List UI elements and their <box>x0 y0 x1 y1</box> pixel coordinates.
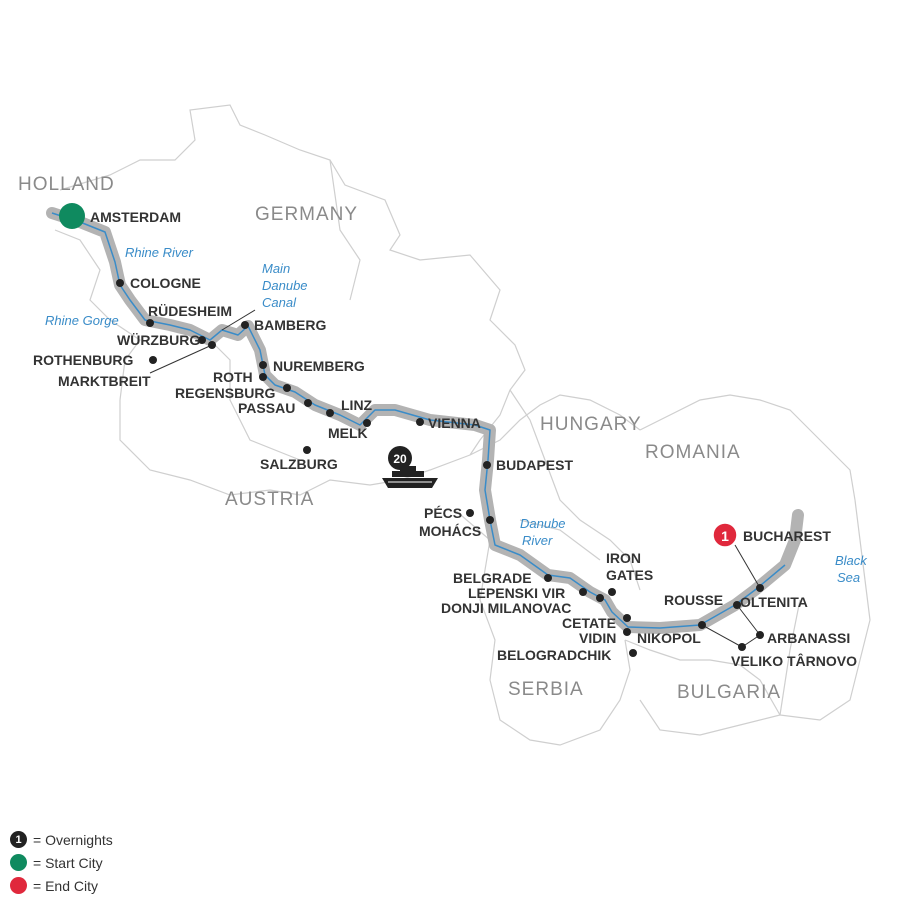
dot-salzburg <box>303 446 311 454</box>
dot-vidin <box>623 628 631 636</box>
country-serbia: SERBIA <box>508 679 584 700</box>
water-rhine-river: Rhine River <box>125 245 194 260</box>
dot-regensburg <box>283 384 291 392</box>
dot-rothenburg <box>149 356 157 364</box>
end-city-icon <box>10 877 27 894</box>
city-bamberg: BAMBERG <box>254 317 326 333</box>
city-vidin: VIDIN <box>579 630 616 646</box>
legend-start: = Start City <box>10 851 113 874</box>
city-rothenburg: ROTHENBURG <box>33 352 133 368</box>
dot-arbanassi <box>756 631 764 639</box>
city-cetate: CETATE <box>562 615 616 631</box>
dot-budapest <box>483 461 491 469</box>
city-nikopol: NIKOPOL <box>637 630 701 646</box>
city-linz: LINZ <box>341 397 373 413</box>
city-budapest: BUDAPEST <box>496 457 573 473</box>
city-dots <box>116 279 764 657</box>
start-city-icon <box>10 854 27 871</box>
city-iron: IRON <box>606 550 641 566</box>
legend-overnights-label: = Overnights <box>33 831 113 848</box>
country-bulgaria: BULGARIA <box>677 682 781 703</box>
city-vienna: VIENNA <box>428 415 481 431</box>
city-veliko-tarnovo: VELIKO TÂRNOVO <box>731 652 857 669</box>
legend: 1 = Overnights = Start City = End City <box>10 828 113 897</box>
dot-rousse <box>733 601 741 609</box>
start-city-marker <box>59 203 85 229</box>
country-germany: GERMANY <box>255 204 358 225</box>
city-wurzburg: WÜRZBURG <box>117 332 200 348</box>
dot-iron-gates <box>608 588 616 596</box>
dot-veliko-tarnovo <box>738 643 746 651</box>
ship-overnights-marker: 20 <box>382 446 438 488</box>
overnights-icon: 1 <box>10 831 27 848</box>
city-salzburg: SALZBURG <box>260 456 338 472</box>
dot-bamberg <box>241 321 249 329</box>
city-belgrade: BELGRADE <box>453 570 532 586</box>
city-bucharest: BUCHAREST <box>743 528 831 544</box>
country-austria: AUSTRIA <box>225 489 314 510</box>
legend-end-label: = End City <box>33 877 98 894</box>
dot-roth <box>259 373 267 381</box>
country-holland: HOLLAND <box>18 174 115 195</box>
dot-belogradchik <box>629 649 637 657</box>
city-mohacs: MOHÁCS <box>419 523 481 539</box>
water-rhine-gorge: Rhine Gorge <box>45 313 119 328</box>
water-main: Main <box>262 261 290 276</box>
city-belogradchik: BELOGRADCHIK <box>497 647 611 663</box>
city-amsterdam: AMSTERDAM <box>90 209 181 225</box>
legend-start-label: = Start City <box>33 854 103 871</box>
ship-icon <box>382 466 438 488</box>
city-oltenita: OLTENITA <box>740 594 808 610</box>
city-cologne: COLOGNE <box>130 275 201 291</box>
city-nuremberg: NUREMBERG <box>273 358 365 374</box>
dot-pecs <box>466 509 474 517</box>
end-city-marker <box>712 522 738 548</box>
city-regensburg: REGENSBURG <box>175 385 275 401</box>
city-donji-milanovac: DONJI MILANOVAC <box>441 600 571 616</box>
river-line <box>51 212 786 629</box>
city-rudesheim: RÜDESHEIM <box>148 303 232 319</box>
dot-belgrade <box>544 574 552 582</box>
city-rousse: ROUSSE <box>664 592 723 608</box>
city-pecs: PÉCS <box>424 505 462 521</box>
legend-end: = End City <box>10 874 113 897</box>
city-lepenski-vir: LEPENSKI VIR <box>468 585 565 601</box>
dot-lepenski-vir <box>579 588 587 596</box>
dot-passau <box>304 399 312 407</box>
city-roth: ROTH <box>213 369 253 385</box>
water-danube-river-1: Danube <box>520 516 566 531</box>
dot-nuremberg <box>259 361 267 369</box>
city-passau: PASSAU <box>238 400 295 416</box>
dot-linz <box>326 409 334 417</box>
dot-rudesheim <box>146 319 154 327</box>
country-romania: ROMANIA <box>645 442 741 463</box>
dot-vienna <box>416 418 424 426</box>
water-danube: Danube <box>262 278 308 293</box>
country-hungary: HUNGARY <box>540 414 642 435</box>
dot-melk <box>363 419 371 427</box>
ship-nights: 20 <box>393 452 407 466</box>
city-gates: GATES <box>606 567 653 583</box>
city-marktbreit: MARKTBREIT <box>58 373 151 389</box>
water-danube-river-2: River <box>522 533 553 548</box>
dot-cologne <box>116 279 124 287</box>
end-city-nights: 1 <box>721 528 729 544</box>
dot-wurzburg <box>198 336 206 344</box>
water-black: Black <box>835 553 868 568</box>
city-melk: MELK <box>328 425 368 441</box>
dot-cetate <box>623 614 631 622</box>
dot-oltenita <box>756 584 764 592</box>
dot-nikopol <box>698 621 706 629</box>
water-canal: Canal <box>262 295 297 310</box>
dot-donji-milanovac <box>596 594 604 602</box>
water-sea: Sea <box>837 570 860 585</box>
legend-overnights: 1 = Overnights <box>10 828 113 851</box>
dot-mohacs <box>486 516 494 524</box>
dot-marktbreit <box>208 341 216 349</box>
city-arbanassi: ARBANASSI <box>767 630 850 646</box>
